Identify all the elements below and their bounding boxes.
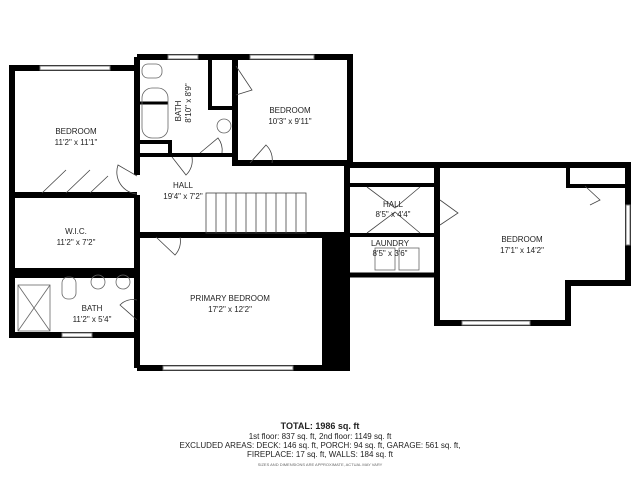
disclaimer: SIZES AND DIMENSIONS ARE APPROXIMATE, AC… [257, 462, 383, 467]
total-area: TOTAL: 1986 sq. ft [280, 421, 360, 431]
window [625, 204, 631, 246]
door [199, 137, 223, 154]
washer-icon [374, 247, 396, 271]
door [116, 164, 138, 195]
room-size: 11'2" x 5'4" [73, 315, 112, 324]
room-size: 17'1" x 14'2" [500, 246, 544, 255]
window [39, 65, 111, 71]
dryer-icon [398, 247, 420, 271]
sink-icon [216, 118, 232, 134]
door [249, 144, 273, 164]
window [167, 54, 199, 60]
shower-icon [17, 284, 51, 332]
excluded-areas-2: FIREPLACE: 17 sq. ft, WALLS: 184 sq. ft [247, 450, 393, 459]
fixtures [17, 63, 601, 332]
room-size: 8'5" x 3'6" [373, 249, 408, 258]
wall-block [322, 235, 347, 368]
toilet-icon [141, 63, 163, 79]
room-name: HALL [173, 181, 194, 190]
door [439, 199, 459, 226]
window [249, 54, 315, 60]
room-size: 8'5" x 4'4" [376, 210, 411, 219]
window [461, 320, 531, 326]
room-name: BATH [174, 100, 183, 121]
window [61, 332, 93, 338]
room-name: BATH [82, 304, 103, 313]
wall-bedroom-right [434, 162, 631, 326]
toilet-icon [61, 276, 77, 300]
doors [41, 65, 601, 321]
sink-icon [90, 274, 106, 290]
floor-areas: 1st floor: 837 sq. ft, 2nd floor: 1149 s… [248, 432, 392, 441]
door [41, 169, 109, 194]
excluded-areas: EXCLUDED AREAS: DECK: 146 sq. ft, PORCH:… [179, 441, 461, 450]
room-name: BEDROOM [55, 127, 97, 136]
door [366, 186, 421, 234]
room-name: BEDROOM [501, 235, 543, 244]
room-size: 10'3" x 9'11" [268, 117, 311, 126]
room-size: 19'4" x 7'2" [163, 192, 203, 201]
door [155, 236, 181, 256]
room-name: LAUNDRY [371, 239, 410, 248]
room-size: 11'2" x 11'1" [55, 138, 98, 147]
room-size: 11'2" x 7'2" [57, 238, 96, 247]
door [235, 65, 253, 96]
bathtub-icon [141, 87, 169, 139]
room-size: 17'2" x 12'2" [208, 305, 252, 314]
door [584, 185, 601, 206]
door [171, 156, 193, 176]
stairs [205, 192, 307, 234]
room-name: PRIMARY BEDROOM [190, 294, 270, 303]
door [119, 299, 138, 321]
room-size: 8'10" x 8'9" [184, 83, 193, 123]
room-name: BEDROOM [269, 106, 311, 115]
window [162, 365, 294, 371]
windows [39, 54, 631, 371]
room-labels: BEDROOM 11'2" x 11'1" BATH 8'10" x 8'9" … [55, 83, 544, 324]
room-name: HALL [383, 200, 404, 209]
room-name: W.I.C. [65, 227, 87, 236]
sink-icon [115, 274, 131, 290]
